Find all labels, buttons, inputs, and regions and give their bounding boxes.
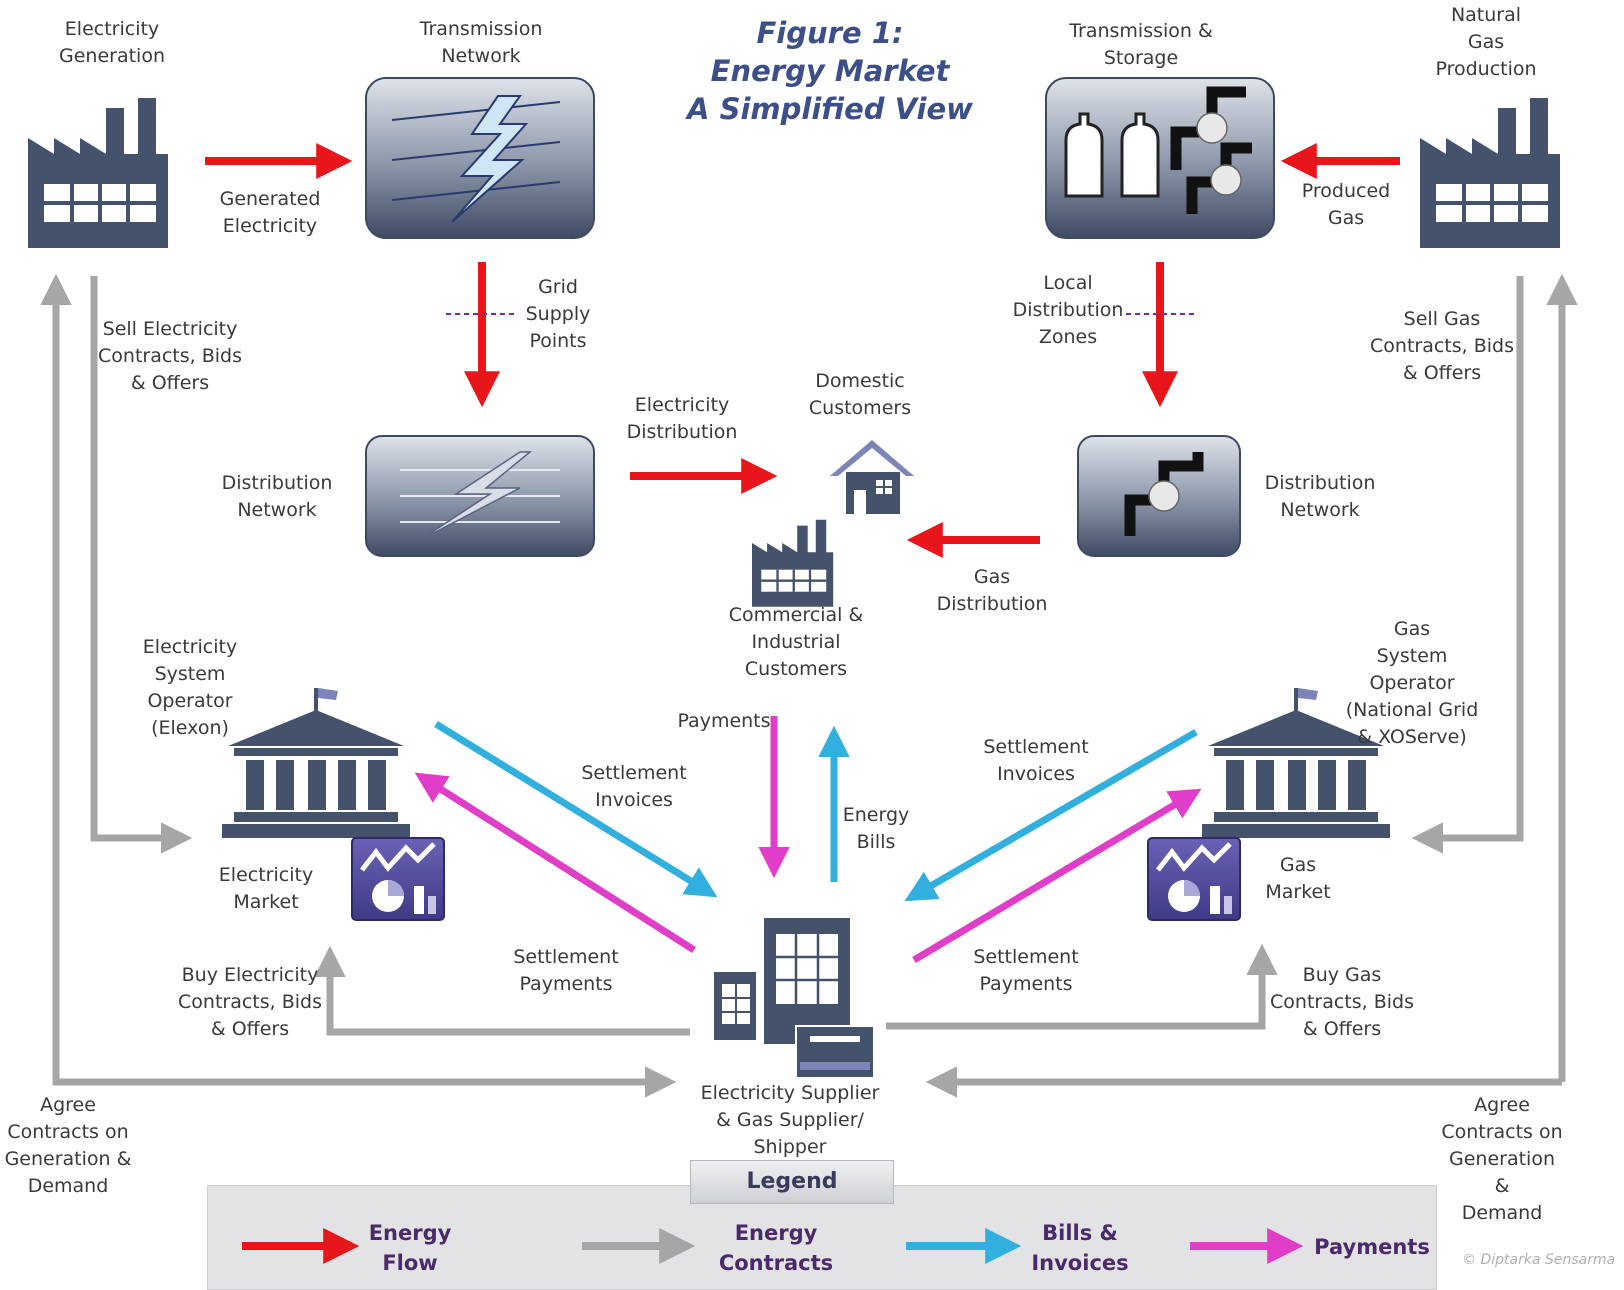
payments-label: Payments [677,710,771,732]
buy-electricity-label: Buy Electricity Contracts, Bids & Offers [178,964,322,1040]
buy-gas-contracts-arrow [886,943,1278,1030]
buy-electricity-contracts-arrow [314,945,690,1036]
transmission-storage-label: Transmission & Storage [1069,20,1213,69]
buy-gas-label: Buy Gas Contracts, Bids & Offers [1270,964,1414,1040]
gas-system-operator-label: Gas System Operator (National Grid & XOS… [1345,618,1479,748]
gas-distribution-network-icon [1077,435,1241,557]
electricity-market-label: Electricity Market [218,864,314,913]
agree-contracts-right-label: Agree Contracts on Generation & Demand [1441,1094,1563,1224]
electricity-generation-label: Electricity Generation [59,18,165,67]
agree-contracts-left-label: Agree Contracts on Generation & Demand [4,1094,132,1197]
legend-bills-invoices-label: Bills & Invoices [1031,1221,1129,1275]
settlement-invoices-left-arrow [434,721,718,898]
gas-distribution-network-label: Distribution Network [1264,472,1376,521]
elec-distribution-network-label: Distribution Network [221,472,333,521]
gas-market-label: Gas Market [1265,854,1331,903]
sell-electricity-label: Sell Electricity Contracts, Bids & Offer… [98,318,242,394]
natural-gas-production-label: Natural Gas Production [1435,4,1537,80]
transmission-network-label: Transmission Network [419,18,543,67]
settlement-payments-right-arrow [912,788,1202,964]
settlement-payments-left-label: Settlement Payments [513,946,619,995]
gas-distribution-label: Gas Distribution [936,566,1048,615]
legend-payments-label: Payments [1314,1235,1430,1259]
settlement-payments-left-arrow [414,772,696,953]
grid-supply-points-label: Grid Supply Points [525,276,591,352]
domestic-house-icon [830,440,914,514]
legend-energy-flow-label: Energy Flow [368,1221,452,1275]
domestic-customers-label: Domestic Customers [808,370,912,419]
supplier-label: Electricity Supplier & Gas Supplier/ Shi… [700,1082,880,1158]
settlement-invoices-left-label: Settlement Invoices [581,762,687,811]
figure-title: Figure 1: Energy Market A Simplified Vie… [687,16,973,126]
gas-storage-icon [1045,77,1275,239]
produced-gas-label: Produced Gas [1301,180,1391,229]
electricity-system-operator-label: Electricity System Operator (Elexon) [142,636,238,739]
settlement-payments-right-label: Settlement Payments [973,946,1079,995]
electricity-distribution-label: Electricity Distribution [626,394,738,443]
legend-title: Legend [690,1160,894,1204]
settlement-invoices-right-label: Settlement Invoices [983,736,1089,785]
energy-bills-label: Energy Bills [842,804,910,853]
commercial-customers-label: Commercial & Industrial Customers [728,604,864,680]
author-credit: © Diptarka Sensarma [1462,1252,1616,1268]
legend-energy-contracts-label: Energy Contracts [718,1221,834,1275]
sell-gas-label: Sell Gas Contracts, Bids & Offers [1370,308,1514,384]
transmission-network-icon [365,77,595,239]
elec-distribution-network-icon [365,435,595,557]
supplier-office-icon [714,918,875,1079]
sell-electricity-contracts-arrow [90,276,193,854]
local-distribution-zones-label: Local Distribution Zones [1012,272,1124,348]
generated-electricity-label: Generated Electricity [219,188,321,237]
settlement-invoices-right-arrow [904,728,1198,902]
sell-gas-contracts-arrow [1411,276,1524,854]
